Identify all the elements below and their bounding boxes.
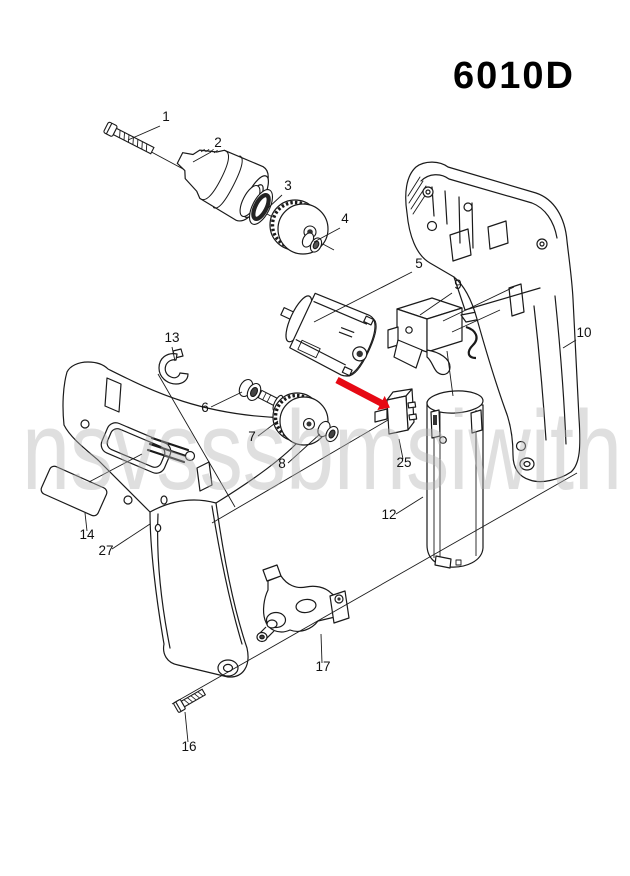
highlight-arrow	[335, 377, 390, 411]
part-label-13: 13	[164, 330, 179, 345]
boss-circle	[123, 495, 133, 505]
trigger-lever	[426, 349, 451, 376]
small-bearing-part	[238, 378, 262, 402]
alignment-line	[451, 309, 501, 333]
switch-side-face	[426, 307, 463, 353]
alignment-line	[442, 286, 515, 322]
part-label-7: 7	[248, 429, 256, 444]
alignment-line	[446, 350, 454, 397]
part-label-9: 9	[454, 277, 462, 292]
watermark-text: nsvsssbmsiwith	[22, 388, 622, 513]
battery-part	[426, 390, 484, 569]
gear-shaft-part	[257, 389, 329, 446]
right-housing-outline	[405, 161, 581, 483]
switch-block-tab	[374, 408, 388, 423]
part-label-14: 14	[79, 527, 95, 542]
battery-latch-tab	[470, 409, 483, 434]
part-label-17: 17	[315, 659, 330, 674]
right-housing-part	[405, 161, 581, 483]
boss-circle	[80, 419, 90, 429]
alignment-line	[211, 419, 389, 524]
boss-circle	[160, 495, 168, 505]
battery-top	[426, 390, 484, 414]
part-label-27: 27	[98, 543, 113, 558]
part-label-16: 16	[181, 739, 196, 754]
nut-part	[301, 232, 323, 253]
switch-lower-block	[393, 339, 423, 369]
vent-slats	[146, 436, 190, 464]
alignment-line	[88, 453, 143, 483]
part-label-3: 3	[284, 178, 292, 193]
grip-top-line	[149, 499, 217, 513]
model-title: 6010D	[453, 55, 575, 97]
name-plate-part	[40, 465, 108, 517]
spring-lever	[465, 325, 478, 360]
lever-bracket-part	[256, 564, 350, 643]
part-labels: 1 2 3 4 5 6 7 8 9 10 12 13 14 16 17 25 2…	[79, 109, 591, 754]
nameplate-recess	[100, 422, 172, 474]
part-label-2: 2	[214, 135, 222, 150]
alignment-line	[171, 472, 578, 705]
boss-circle	[184, 450, 196, 462]
housing-screw-hole	[523, 460, 531, 468]
side-slot	[196, 461, 213, 492]
left-housing-outline	[62, 361, 297, 678]
grip-front-inner-line	[211, 505, 243, 645]
nose-slot	[104, 377, 122, 413]
part-label-1: 1	[162, 109, 170, 124]
part-label-25: 25	[396, 455, 411, 470]
clip-part	[158, 348, 189, 385]
part-label-6: 6	[201, 400, 209, 415]
battery-foot	[434, 555, 452, 569]
alignment-line	[157, 373, 236, 508]
left-housing-part	[62, 361, 297, 678]
screw-part-1	[103, 121, 155, 155]
thread-lines	[183, 691, 204, 705]
part-label-12: 12	[381, 507, 396, 522]
construction-lines	[88, 286, 578, 705]
highlighted-switch-block-part	[374, 388, 418, 435]
part-label-5: 5	[415, 256, 423, 271]
part-label-10: 10	[576, 325, 591, 340]
bearing-seal-ring	[251, 193, 271, 221]
knurl-lines	[200, 148, 218, 154]
bushing-part	[317, 420, 339, 443]
leader-lines	[84, 125, 577, 743]
switch-block-front	[386, 395, 409, 435]
boss-circle	[154, 523, 162, 533]
part-label-8: 8	[278, 456, 286, 471]
part-label-4: 4	[341, 211, 349, 226]
screw-part-16	[173, 688, 207, 713]
motor-part	[280, 292, 377, 377]
thread-lines	[119, 130, 148, 152]
